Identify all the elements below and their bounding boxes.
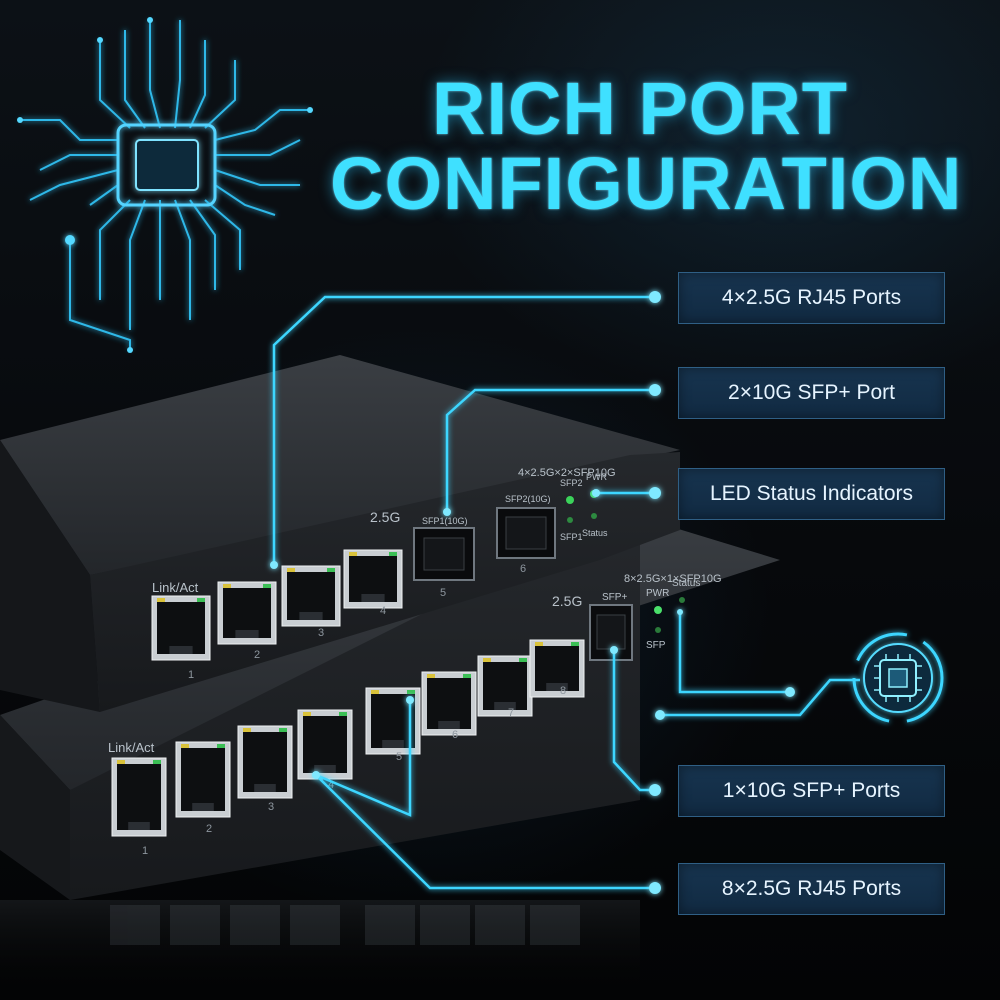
- lower-rj45-port: [237, 725, 293, 799]
- lower-switch: 8×2.5G×1×SFP10G 2.5G Link/Act SFP+ PWR S…: [0, 505, 780, 900]
- lower-rj45-port: [175, 741, 231, 818]
- lower-led-status: [679, 597, 685, 603]
- lower-sfp-led-label: SFP: [646, 640, 666, 651]
- leader-lower-rj45-b: [315, 700, 412, 817]
- lower-status-label: Status: [672, 578, 700, 589]
- upper-led-sfp2: [566, 496, 574, 504]
- lower-link-label: Link/Act: [108, 740, 155, 755]
- upper-model-label: 4×2.5G×2×SFP10G: [518, 467, 616, 479]
- callout-upper-rj45: 4×2.5G RJ45 Ports: [678, 272, 945, 324]
- upper-port-number: 4: [380, 605, 386, 617]
- circuit-chip-badge-icon: [852, 632, 944, 724]
- upper-rj45-port: [151, 595, 211, 661]
- upper-sfp2-slot: [496, 507, 556, 559]
- upper-led-sfp1: [567, 517, 573, 523]
- lower-rj45-port: [421, 671, 477, 736]
- lower-port-number: 6: [452, 729, 458, 741]
- upper-rj45-port: [281, 565, 341, 627]
- upper-sfp-number: 5: [440, 587, 446, 599]
- callout-lower-rj45: 8×2.5G RJ45 Ports: [678, 863, 945, 915]
- upper-pwr-label: PWR: [586, 472, 607, 482]
- leader-lower-sfp: [612, 650, 655, 792]
- upper-status-label: Status: [582, 528, 608, 538]
- lower-rj45-port: [111, 757, 167, 837]
- lower-rj45-port: [529, 639, 585, 698]
- lower-port-number: 7: [508, 707, 514, 719]
- upper-sfp2-label: SFP2(10G): [505, 494, 551, 504]
- upper-link-label: Link/Act: [152, 580, 199, 595]
- lower-model-label: 8×2.5G×1×SFP10G: [624, 573, 722, 585]
- leader-lines: [272, 295, 860, 890]
- upper-rj45-port: [343, 549, 403, 609]
- upper-sfp1-slot: [413, 527, 475, 581]
- upper-sfp2-led-label: SFP2: [560, 478, 583, 488]
- lower-port-number: 5: [396, 751, 402, 763]
- lower-port-number: 2: [206, 823, 212, 835]
- headline-line-2: CONFIGURATION: [330, 142, 963, 225]
- leader-status: [678, 612, 790, 694]
- lower-pwr-label: PWR: [646, 588, 669, 599]
- lower-port-number: 4: [328, 779, 334, 791]
- upper-led-status: [591, 513, 597, 519]
- leader-chip: [660, 678, 860, 717]
- lower-rj45-port: [297, 709, 353, 780]
- leader-upper-rj45: [272, 295, 655, 565]
- lower-sfp-label: SFP+: [602, 592, 627, 603]
- upper-port-number: 2: [254, 649, 260, 661]
- lower-rj45-port: [477, 655, 533, 717]
- upper-sfp1-label: SFP1(10G): [422, 516, 468, 526]
- upper-rj45-port: [217, 581, 277, 645]
- leader-lower-rj45: [315, 774, 655, 890]
- lower-led-sfp: [655, 627, 661, 633]
- leader-upper-sfp: [445, 388, 655, 512]
- upper-switch: 4×2.5G×2×SFP10G 2.5G Link/Act SFP1(10G) …: [0, 355, 680, 712]
- upper-speed-label: 2.5G: [370, 509, 400, 525]
- lower-port-number: 3: [268, 801, 274, 813]
- upper-rj45-ports: [151, 549, 403, 661]
- callout-led: LED Status Indicators: [678, 468, 945, 520]
- lower-rj45-ports: [111, 639, 585, 837]
- upper-port-number: 1: [188, 669, 194, 681]
- callout-lower-sfp: 1×10G SFP+ Ports: [678, 765, 945, 817]
- headline-line-1: RICH PORT: [432, 67, 848, 150]
- upper-sfp-number: 6: [520, 563, 526, 575]
- upper-port-number: 3: [318, 627, 324, 639]
- upper-sfp1-led-label: SFP1: [560, 532, 583, 542]
- cpu-chip-icon: [20, 20, 310, 350]
- lower-led-pwr: [654, 606, 662, 614]
- lower-port-number: 8: [560, 685, 566, 697]
- callout-upper-sfp: 2×10G SFP+ Port: [678, 367, 945, 419]
- lower-speed-label: 2.5G: [552, 593, 582, 609]
- lower-port-number: 1: [142, 845, 148, 857]
